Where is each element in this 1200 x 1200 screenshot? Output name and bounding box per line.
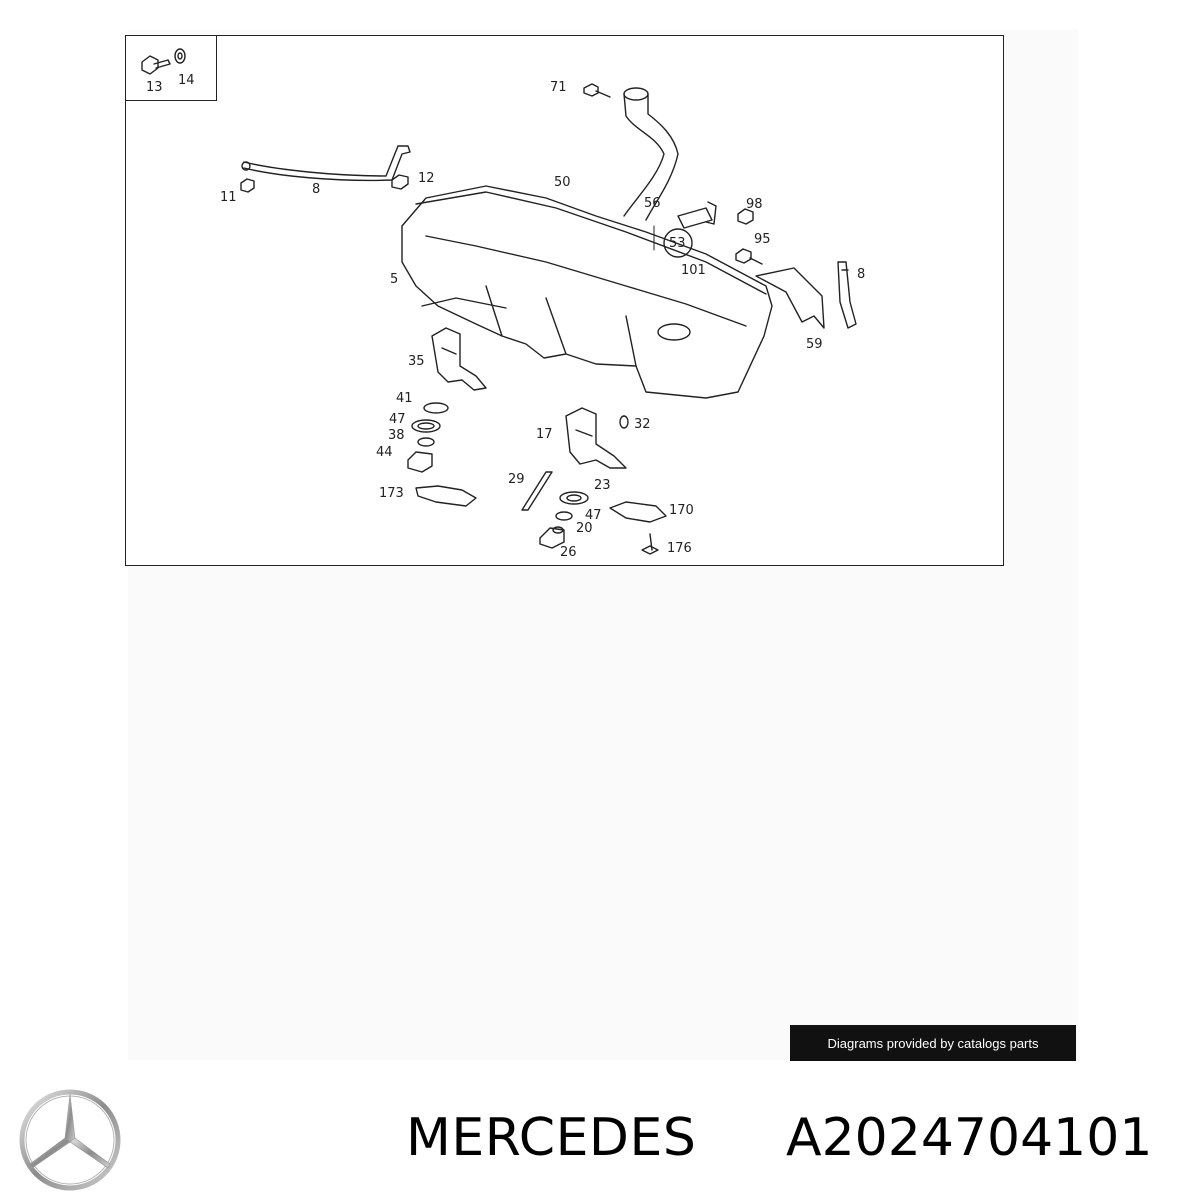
nut-44-drawing — [407, 451, 433, 473]
diagram-drawing — [141, 48, 857, 555]
callout-20: 20 — [576, 521, 593, 536]
plug-56-drawing — [677, 201, 717, 229]
ring-23-drawing — [559, 491, 589, 505]
callout-29: 29 — [508, 472, 525, 487]
pump-35-drawing — [431, 327, 487, 391]
shield-59-drawing — [755, 267, 825, 329]
callout-47b: 47 — [585, 508, 602, 523]
pump-17-drawing — [565, 407, 627, 469]
bracket-173-drawing — [415, 485, 477, 507]
washer-14-drawing — [174, 48, 186, 64]
inset-box — [126, 36, 217, 101]
seal-32-drawing — [619, 415, 629, 429]
bolt-71-drawing — [583, 83, 611, 98]
filler-neck-drawing — [623, 87, 679, 221]
bolt-13-drawing — [141, 55, 171, 75]
callout-12: 12 — [418, 171, 435, 186]
callout-5: 5 — [390, 272, 399, 287]
tank-strap-left-drawing — [241, 145, 411, 182]
callout-8-right: 8 — [857, 267, 866, 282]
nut-26-drawing — [539, 527, 565, 549]
callout-17: 17 — [536, 427, 553, 442]
callout-26: 26 — [560, 545, 577, 560]
callout-170: 170 — [669, 503, 694, 518]
callout-98: 98 — [746, 197, 763, 212]
callout-59: 59 — [806, 337, 823, 352]
nut-11-drawing — [240, 178, 255, 193]
brand-name: MERCEDES — [406, 1108, 697, 1168]
callout-23: 23 — [594, 478, 611, 493]
callout-53: 53 — [669, 236, 686, 251]
nut-12-drawing — [391, 174, 409, 190]
callout-101: 101 — [681, 263, 706, 278]
callout-41: 41 — [396, 391, 413, 406]
callout-56: 56 — [644, 196, 661, 211]
bolt-29-drawing — [521, 471, 553, 511]
seal-41-drawing — [423, 402, 449, 414]
callout-47a: 47 — [389, 412, 406, 427]
callout-11: 11 — [220, 190, 237, 205]
part-number: A2024704101 — [786, 1108, 1153, 1168]
mercedes-star-icon — [19, 1089, 121, 1191]
ring-47b-drawing — [555, 511, 573, 521]
bracket-170-drawing — [609, 501, 667, 523]
strap-8-right-drawing — [837, 261, 857, 329]
parts-diagram: 13 14 71 11 8 12 50 56 98 53 95 101 5 8 … — [125, 35, 1004, 566]
sender-53-drawing — [663, 228, 693, 258]
callout-35: 35 — [408, 354, 425, 369]
callout-71: 71 — [550, 80, 567, 95]
callout-173: 173 — [379, 486, 404, 501]
bolt-95-drawing — [735, 248, 763, 265]
ring-47-drawing — [411, 419, 441, 433]
callout-8-left: 8 — [312, 182, 321, 197]
callout-44: 44 — [376, 445, 393, 460]
callout-38: 38 — [388, 428, 405, 443]
callout-13: 13 — [146, 80, 163, 95]
fuel-tank-drawing — [401, 185, 773, 399]
callout-50: 50 — [554, 175, 571, 190]
nut-98-drawing — [737, 208, 754, 225]
bolt-176-drawing — [641, 533, 659, 555]
callout-32: 32 — [634, 417, 651, 432]
ring-38-drawing — [417, 437, 435, 447]
callout-95: 95 — [754, 232, 771, 247]
credit-banner: Diagrams provided by catalogs parts — [790, 1025, 1076, 1061]
callout-14: 14 — [178, 73, 195, 88]
callout-176: 176 — [667, 541, 692, 556]
